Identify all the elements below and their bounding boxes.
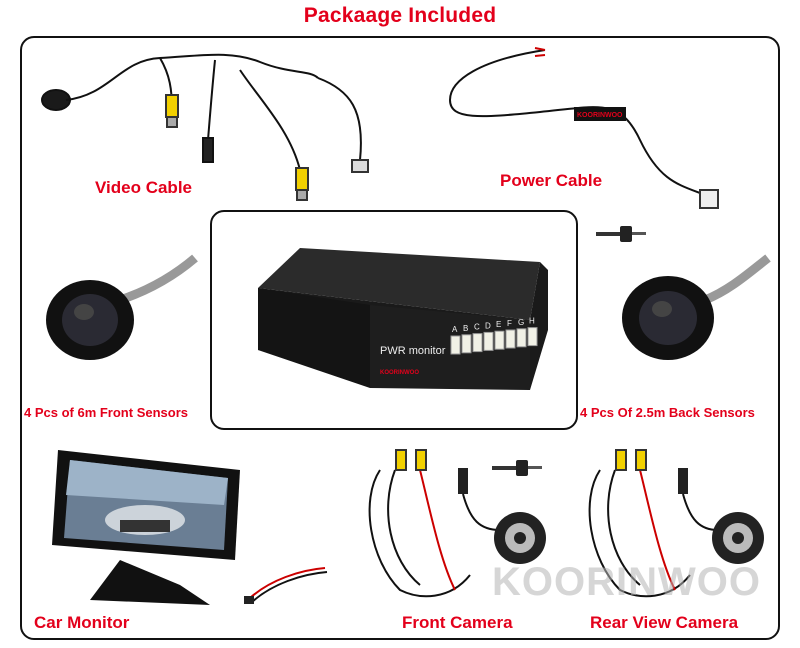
video-cable-label: Video Cable: [95, 178, 192, 197]
port-connector: [472, 333, 483, 353]
port-label: A: [452, 325, 458, 334]
back-sensors-label: 4 Pcs Of 2.5m Back Sensors: [580, 405, 755, 420]
front-sensor-image: [46, 254, 198, 360]
port-connector: [516, 328, 527, 348]
port-connector: [494, 330, 505, 350]
page-title: Packaage Included: [303, 4, 497, 27]
hole-saw-icon: [596, 226, 646, 242]
power-cable-image: KOORINWOO: [448, 47, 719, 209]
power-cable-label: Power Cable: [500, 171, 603, 190]
port-label: D: [485, 321, 491, 330]
rear-camera-label: Rear View Camera: [590, 613, 739, 632]
rear-camera-image: [588, 449, 764, 598]
car-monitor-label: Car Monitor: [34, 613, 130, 632]
port-label: H: [529, 317, 535, 326]
port-connector: [527, 327, 538, 347]
port-connector: [461, 334, 472, 354]
front-camera-image: [368, 449, 546, 598]
watermark: KOORINWOO: [492, 560, 761, 604]
port-label: G: [518, 318, 524, 327]
port-label: F: [507, 319, 512, 328]
front-camera-label: Front Camera: [402, 613, 513, 632]
adapter-cable-image: [244, 567, 328, 604]
package-frame: [20, 36, 780, 640]
hole-saw-icon: [492, 460, 542, 476]
port-connector: [505, 329, 516, 349]
car-monitor-image: [52, 450, 240, 605]
port-label: C: [474, 323, 480, 332]
port-label: E: [496, 320, 501, 329]
back-sensor-image: [622, 254, 771, 360]
power-cable-tag: KOORINWOO: [577, 112, 623, 119]
port-connector: [450, 335, 461, 355]
control-box-brand: KOORINWOO: [380, 370, 419, 376]
front-sensors-label: 4 Pcs of 6m Front Sensors: [24, 405, 188, 420]
control-box-panel-label: PWR monitor: [380, 345, 446, 357]
port-label: B: [463, 324, 468, 333]
port-connector: [483, 331, 494, 351]
video-cable-image: [41, 53, 369, 201]
